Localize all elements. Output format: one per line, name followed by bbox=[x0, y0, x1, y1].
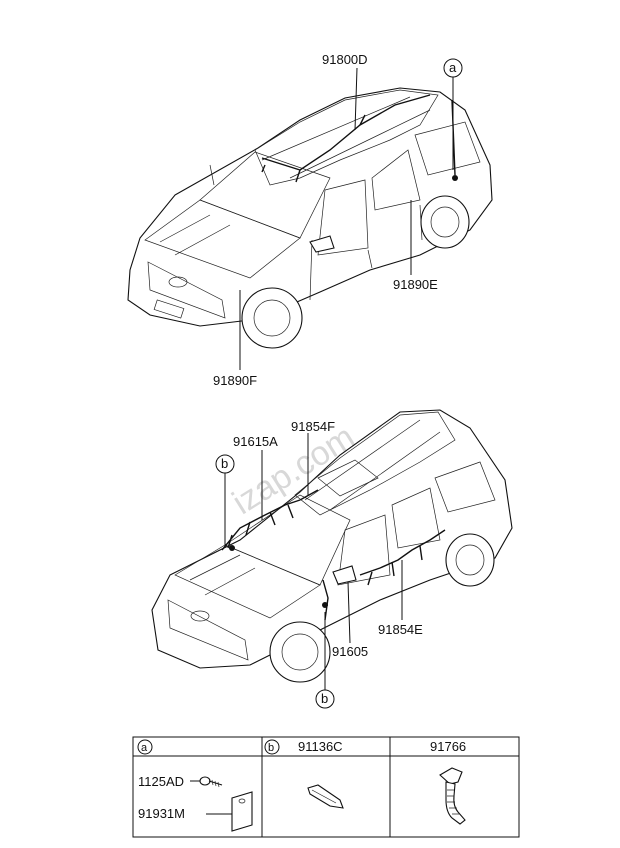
svg-text:a: a bbox=[449, 60, 457, 75]
table-part-91766: 91766 bbox=[430, 739, 466, 754]
label-91854E: 91854E bbox=[378, 622, 423, 637]
label-91615A: 91615A bbox=[233, 434, 278, 449]
svg-text:b: b bbox=[268, 742, 274, 754]
label-91854F: 91854F bbox=[291, 419, 335, 434]
label-91890F: 91890F bbox=[213, 373, 257, 388]
label-91605: 91605 bbox=[332, 644, 368, 659]
bracket-91931M-icon bbox=[231, 791, 253, 832]
svg-text:b: b bbox=[221, 456, 228, 471]
leader-91800D bbox=[354, 67, 358, 131]
leader-91605 bbox=[347, 581, 351, 644]
label-91800D: 91800D bbox=[322, 52, 368, 67]
callout-b-bottom: b bbox=[315, 689, 335, 709]
table-part-91136C: 91136C bbox=[298, 739, 343, 754]
callout-b-top: b bbox=[215, 454, 235, 474]
table-part-1125AD: 1125AD bbox=[138, 774, 184, 789]
callout-a-top: a bbox=[443, 58, 463, 78]
bottom-vehicle-illustration bbox=[151, 409, 513, 683]
bolt-1125AD-icon bbox=[199, 776, 223, 788]
table-header-b: b bbox=[264, 739, 280, 755]
svg-text:a: a bbox=[141, 742, 148, 754]
top-vehicle-illustration bbox=[127, 87, 493, 349]
clip-91136C-icon bbox=[307, 784, 344, 809]
parts-table: a b 91136C 91766 1125AD 91931M bbox=[132, 736, 520, 838]
svg-text:b: b bbox=[321, 691, 328, 706]
table-part-91931M: 91931M bbox=[138, 806, 185, 821]
label-91890E: 91890E bbox=[393, 277, 438, 292]
table-header-a: a bbox=[137, 739, 153, 755]
grommet-91766-icon bbox=[439, 767, 466, 825]
